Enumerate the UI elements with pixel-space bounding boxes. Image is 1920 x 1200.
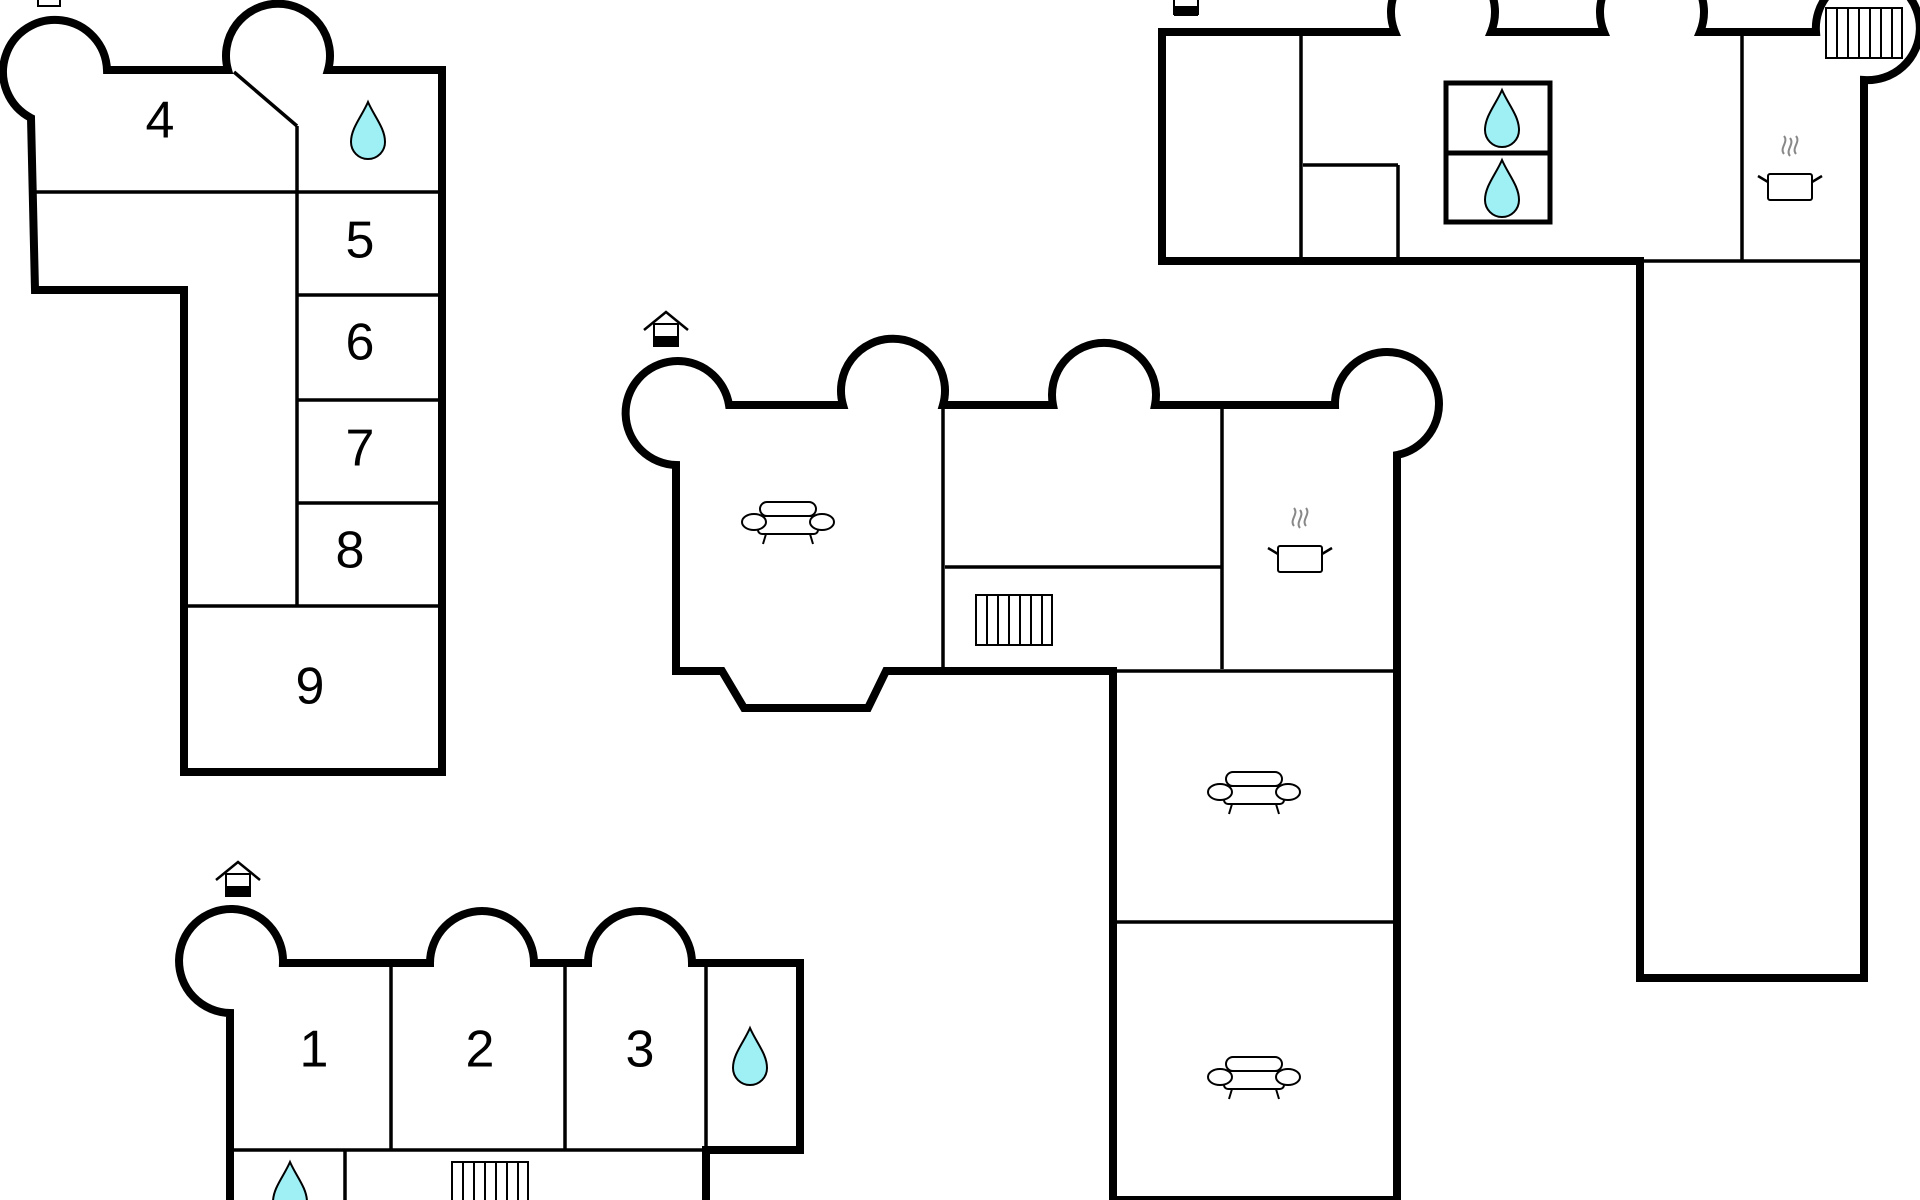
building-top-left: 4 5 6 7 8 9 xyxy=(0,0,446,776)
building-bottom-left: 1 2 3 xyxy=(175,860,804,1200)
room-number-7: 7 xyxy=(346,420,375,478)
entrance-house-icon xyxy=(642,310,690,348)
room-number-4: 4 xyxy=(146,92,175,150)
entrance-house-icon xyxy=(37,0,61,7)
room-number-3: 3 xyxy=(626,1021,655,1079)
room-number-5: 5 xyxy=(346,212,375,270)
room-number-1: 1 xyxy=(300,1021,329,1079)
entrance-house-icon xyxy=(214,860,262,898)
stairs-icon xyxy=(451,1161,529,1200)
room-number-6: 6 xyxy=(346,314,375,372)
room-number-9: 9 xyxy=(296,658,325,716)
stairs-icon xyxy=(975,594,1053,646)
stairs-icon xyxy=(1825,7,1903,59)
room-number-2: 2 xyxy=(466,1021,495,1079)
building-middle xyxy=(621,310,1443,1200)
room-number-8: 8 xyxy=(336,522,365,580)
